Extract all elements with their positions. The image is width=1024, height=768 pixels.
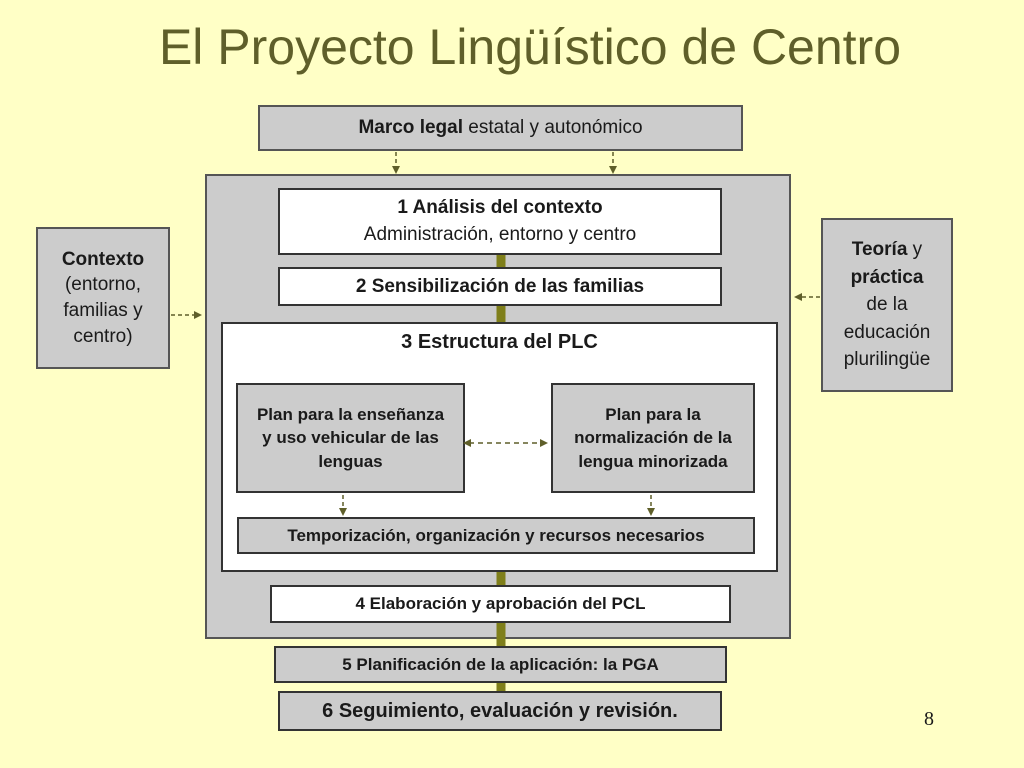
- contexto-text: (entorno, familias y centro): [63, 274, 143, 347]
- plan-ensenanza-label: Plan para la enseñanza y uso vehicular d…: [256, 404, 445, 471]
- plan-ensenanza-box: Plan para la enseñanza y uso vehicular d…: [236, 383, 465, 493]
- step-3-title: 3 Estructura del PLC: [401, 331, 598, 353]
- step-6-label: 6 Seguimiento, evaluación y revisión.: [322, 699, 678, 722]
- temporizacion-box: Temporización, organización y recursos n…: [237, 517, 755, 554]
- step-1-title: 1 Análisis del contexto: [397, 196, 603, 218]
- plan-normalizacion-box: Plan para la normalización de la lengua …: [551, 383, 755, 493]
- teoria-box: Teoría y práctica de la educación pluril…: [821, 218, 953, 392]
- step-5-label: 5 Planificación de la aplicación: la PGA: [342, 654, 659, 674]
- step-2-label: 2 Sensibilización de las familias: [355, 275, 645, 297]
- plan-normalizacion-label: Plan para la normalización de la lengua …: [574, 404, 732, 471]
- slide-title: El Proyecto Lingüístico de Centro: [158, 19, 902, 75]
- marco-legal-text: Marco legal estatal y autonómico: [358, 117, 643, 138]
- teoria-text: de la educación plurilingüe: [843, 294, 931, 371]
- step-5-box: 5 Planificación de la aplicación: la PGA: [274, 646, 727, 683]
- temporizacion-label: Temporización, organización y recursos n…: [287, 525, 705, 545]
- step-4-box: 4 Elaboración y aprobación del PCL: [270, 585, 731, 623]
- step-4-label: 4 Elaboración y aprobación del PCL: [355, 594, 646, 613]
- marco-legal-box: Marco legal estatal y autonómico: [258, 105, 743, 151]
- step-2-box: 2 Sensibilización de las familias: [278, 267, 722, 306]
- step-6-box: 6 Seguimiento, evaluación y revisión.: [278, 691, 722, 731]
- page-number: 8: [924, 708, 934, 730]
- teoria-practica: práctica: [850, 266, 924, 288]
- teoria-title: Teoría y: [851, 239, 923, 261]
- contexto-title: Contexto: [61, 248, 145, 270]
- step-1-subtitle: Administración, entorno y centro: [363, 223, 637, 245]
- step-1-box: 1 Análisis del contexto Administración, …: [278, 188, 722, 255]
- contexto-box: Contexto (entorno, familias y centro): [36, 227, 170, 369]
